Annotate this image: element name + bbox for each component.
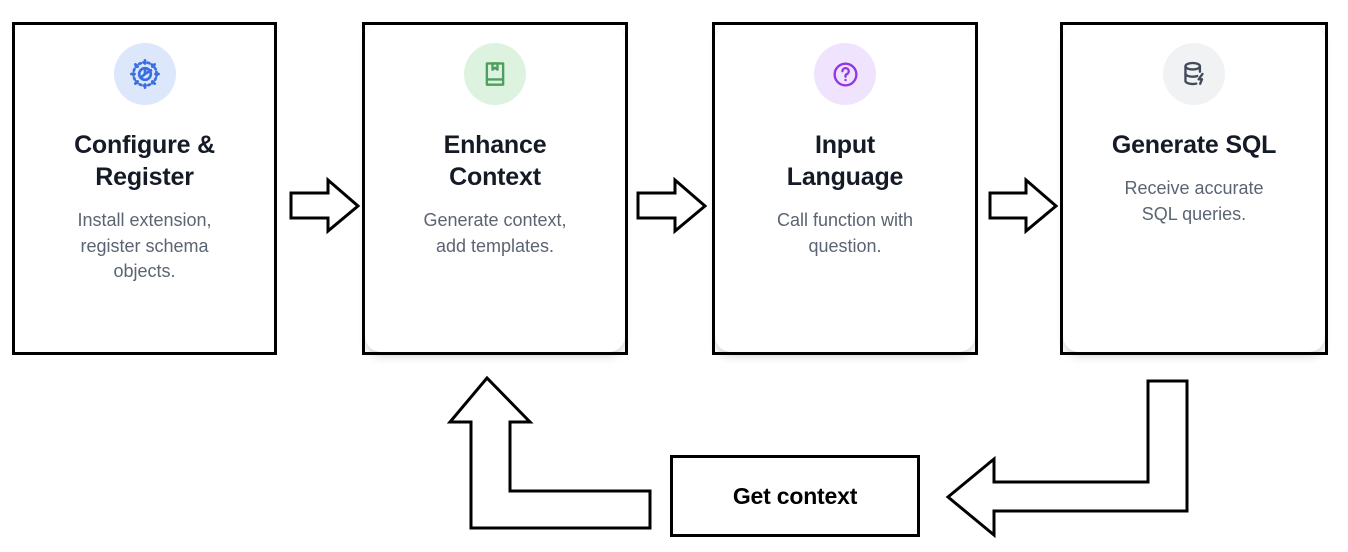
step-title: Configure & Register [74, 131, 215, 191]
step-card-enhance-context[interactable]: Enhance Context Generate context, add te… [362, 22, 628, 355]
step-card-body: Input Language Call function with questi… [715, 25, 975, 352]
step-card-input-language[interactable]: Input Language Call function with questi… [712, 22, 978, 355]
step-card-generate-sql[interactable]: Generate SQL Receive accurate SQL querie… [1060, 22, 1328, 355]
step-description: Receive accurate SQL queries. [1124, 178, 1264, 224]
gear-icon [113, 43, 176, 105]
arrow-input-to-generate [988, 176, 1059, 235]
question-circle-icon [814, 43, 876, 105]
step-title: Generate SQL [1111, 131, 1277, 159]
arrow-generate-to-get-context [945, 379, 1189, 539]
arrow-configure-to-enhance [289, 176, 361, 235]
step-card-body: Enhance Context Generate context, add te… [365, 25, 625, 352]
get-context-box[interactable]: Get context [670, 455, 920, 537]
arrow-get-context-to-enhance [446, 375, 652, 530]
step-title: Enhance Context [443, 131, 547, 191]
step-card-body: Generate SQL Receive accurate SQL querie… [1063, 25, 1325, 352]
step-card-configure-register[interactable]: Configure & Register Install extension, … [12, 22, 277, 355]
step-description: Install extension, register schema objec… [77, 210, 212, 282]
step-description: Call function with question. [776, 210, 914, 256]
arrow-enhance-to-input [636, 176, 708, 235]
step-description: Generate context, add templates. [423, 210, 567, 256]
book-bookmark-icon [464, 43, 526, 105]
get-context-label: Get context [732, 482, 858, 509]
database-bolt-icon [1163, 43, 1225, 105]
step-card-body: Configure & Register Install extension, … [15, 25, 274, 352]
step-title: Input Language [786, 131, 904, 191]
